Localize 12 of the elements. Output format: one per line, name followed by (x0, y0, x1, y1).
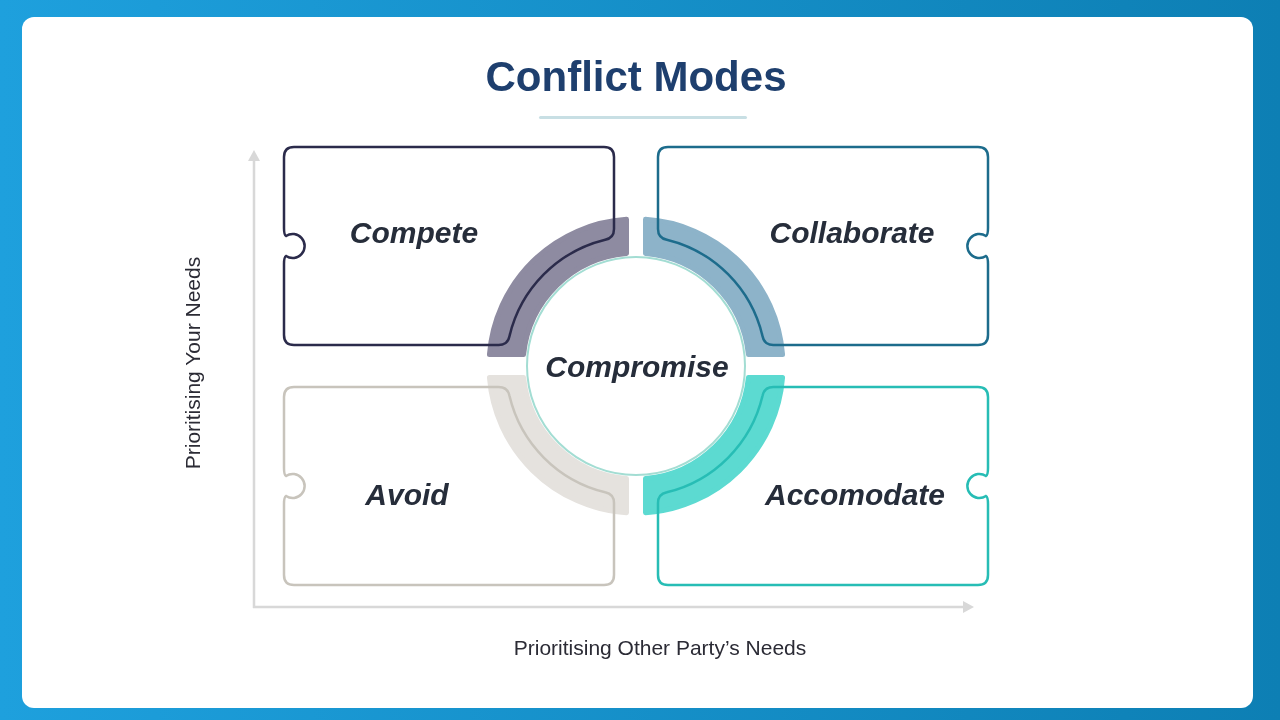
ticket-card (655, 144, 991, 348)
axis-label: Prioritising Your Needs (181, 256, 205, 470)
axis-label: Prioritising Other Party’s Needs (513, 636, 807, 660)
ticket-card (281, 384, 617, 588)
title: Conflict Modes (485, 53, 787, 101)
mode-name: Accomodate (765, 478, 945, 512)
mode-name: Compromise (545, 350, 729, 384)
mode-name: Compete (349, 216, 479, 250)
mode-name: Collaborate (769, 216, 935, 250)
ticket-card (281, 144, 617, 348)
ticket-card (655, 384, 991, 588)
mode-name: Avoid (365, 478, 449, 512)
